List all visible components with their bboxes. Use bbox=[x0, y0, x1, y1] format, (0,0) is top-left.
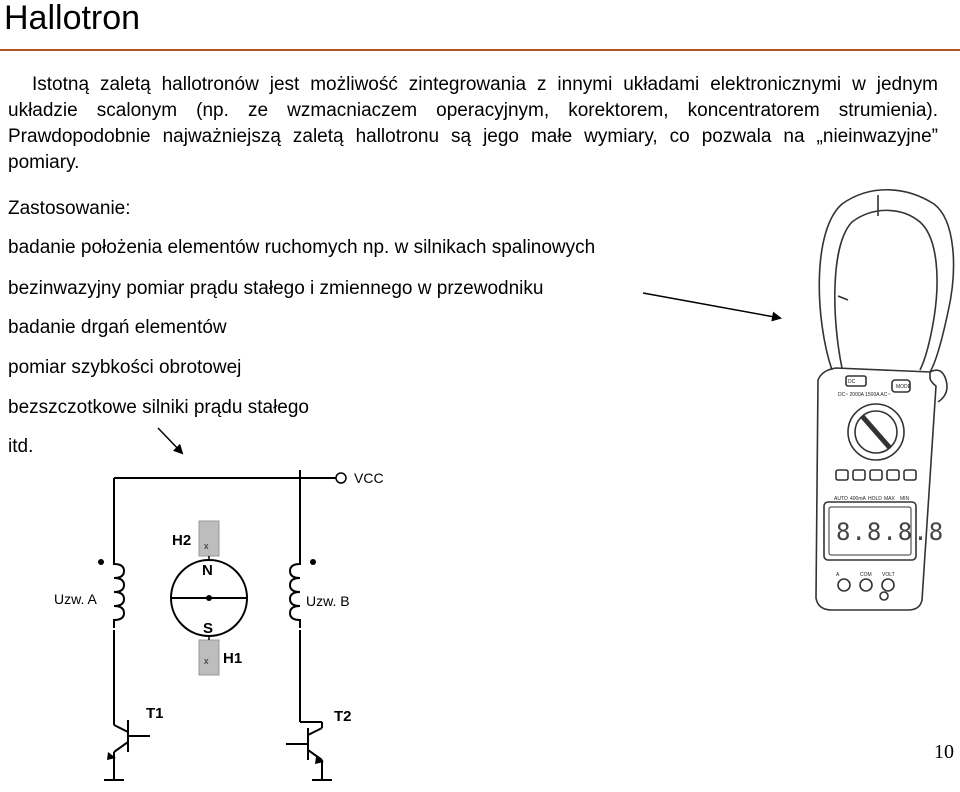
pointer-arrow-to-circuit bbox=[157, 427, 184, 455]
motor-circuit-diagram bbox=[104, 470, 347, 781]
application-item: badanie drgań elementów bbox=[8, 317, 227, 338]
pointer-arrow-to-meter bbox=[642, 292, 782, 322]
svg-text:x: x bbox=[204, 541, 209, 551]
intro-paragraph-text: Istotną zaletą hallotronów jest możliwoś… bbox=[8, 74, 938, 173]
svg-text:MODE: MODE bbox=[896, 384, 912, 390]
application-item: pomiar szybkości obrotowej bbox=[8, 357, 242, 378]
svg-text:x: x bbox=[204, 656, 209, 666]
meter-socket-label: A bbox=[836, 572, 840, 578]
circuit-dots: x x bbox=[98, 541, 324, 764]
svg-text:DC~ 2000A 1500A AC~: DC~ 2000A 1500A AC~ bbox=[838, 392, 890, 398]
coil-a-label: Uzw. A bbox=[54, 591, 97, 607]
svg-text:DC: DC bbox=[848, 379, 856, 385]
applications-heading: Zastosowanie: bbox=[8, 198, 131, 219]
south-pole-label: S bbox=[203, 620, 213, 637]
meter-button-label: MAX bbox=[884, 496, 896, 502]
application-item: itd. bbox=[8, 436, 34, 457]
page-title: Hallotron bbox=[4, 0, 141, 37]
meter-button-label: MIN bbox=[900, 496, 910, 502]
page-number: 10 bbox=[934, 741, 954, 763]
clamp-meter-illustration bbox=[815, 189, 955, 611]
north-pole-label: N bbox=[202, 562, 213, 579]
application-item: bezszczotkowe silniki prądu stałego bbox=[8, 397, 309, 418]
vcc-label: VCC bbox=[354, 470, 384, 486]
application-item: bezinwazyjny pomiar prądu stałego i zmie… bbox=[8, 278, 544, 299]
t1-label: T1 bbox=[146, 705, 164, 722]
meter-button-label: AUTO bbox=[834, 496, 848, 502]
meter-button-label: 400mA bbox=[850, 496, 867, 502]
meter-socket-label: VOLT bbox=[882, 572, 895, 578]
intro-paragraph: Istotną zaletą hallotronów jest możliwoś… bbox=[8, 72, 938, 176]
h1-label: H1 bbox=[223, 650, 242, 667]
meter-socket-label: COM bbox=[860, 572, 872, 578]
t2-label: T2 bbox=[334, 708, 352, 725]
h2-label: H2 bbox=[172, 532, 191, 549]
meter-button-label: HOLD bbox=[868, 496, 882, 502]
meter-lcd-digits: 8.8.8.8 bbox=[836, 518, 944, 546]
title-underline bbox=[0, 49, 960, 51]
application-item: badanie położenia elementów ruchomych np… bbox=[8, 237, 596, 258]
coil-b-label: Uzw. B bbox=[306, 593, 350, 609]
meter-labels: DC MODE DC~ 2000A 1500A AC~ AUTO 400mA H… bbox=[834, 379, 944, 578]
